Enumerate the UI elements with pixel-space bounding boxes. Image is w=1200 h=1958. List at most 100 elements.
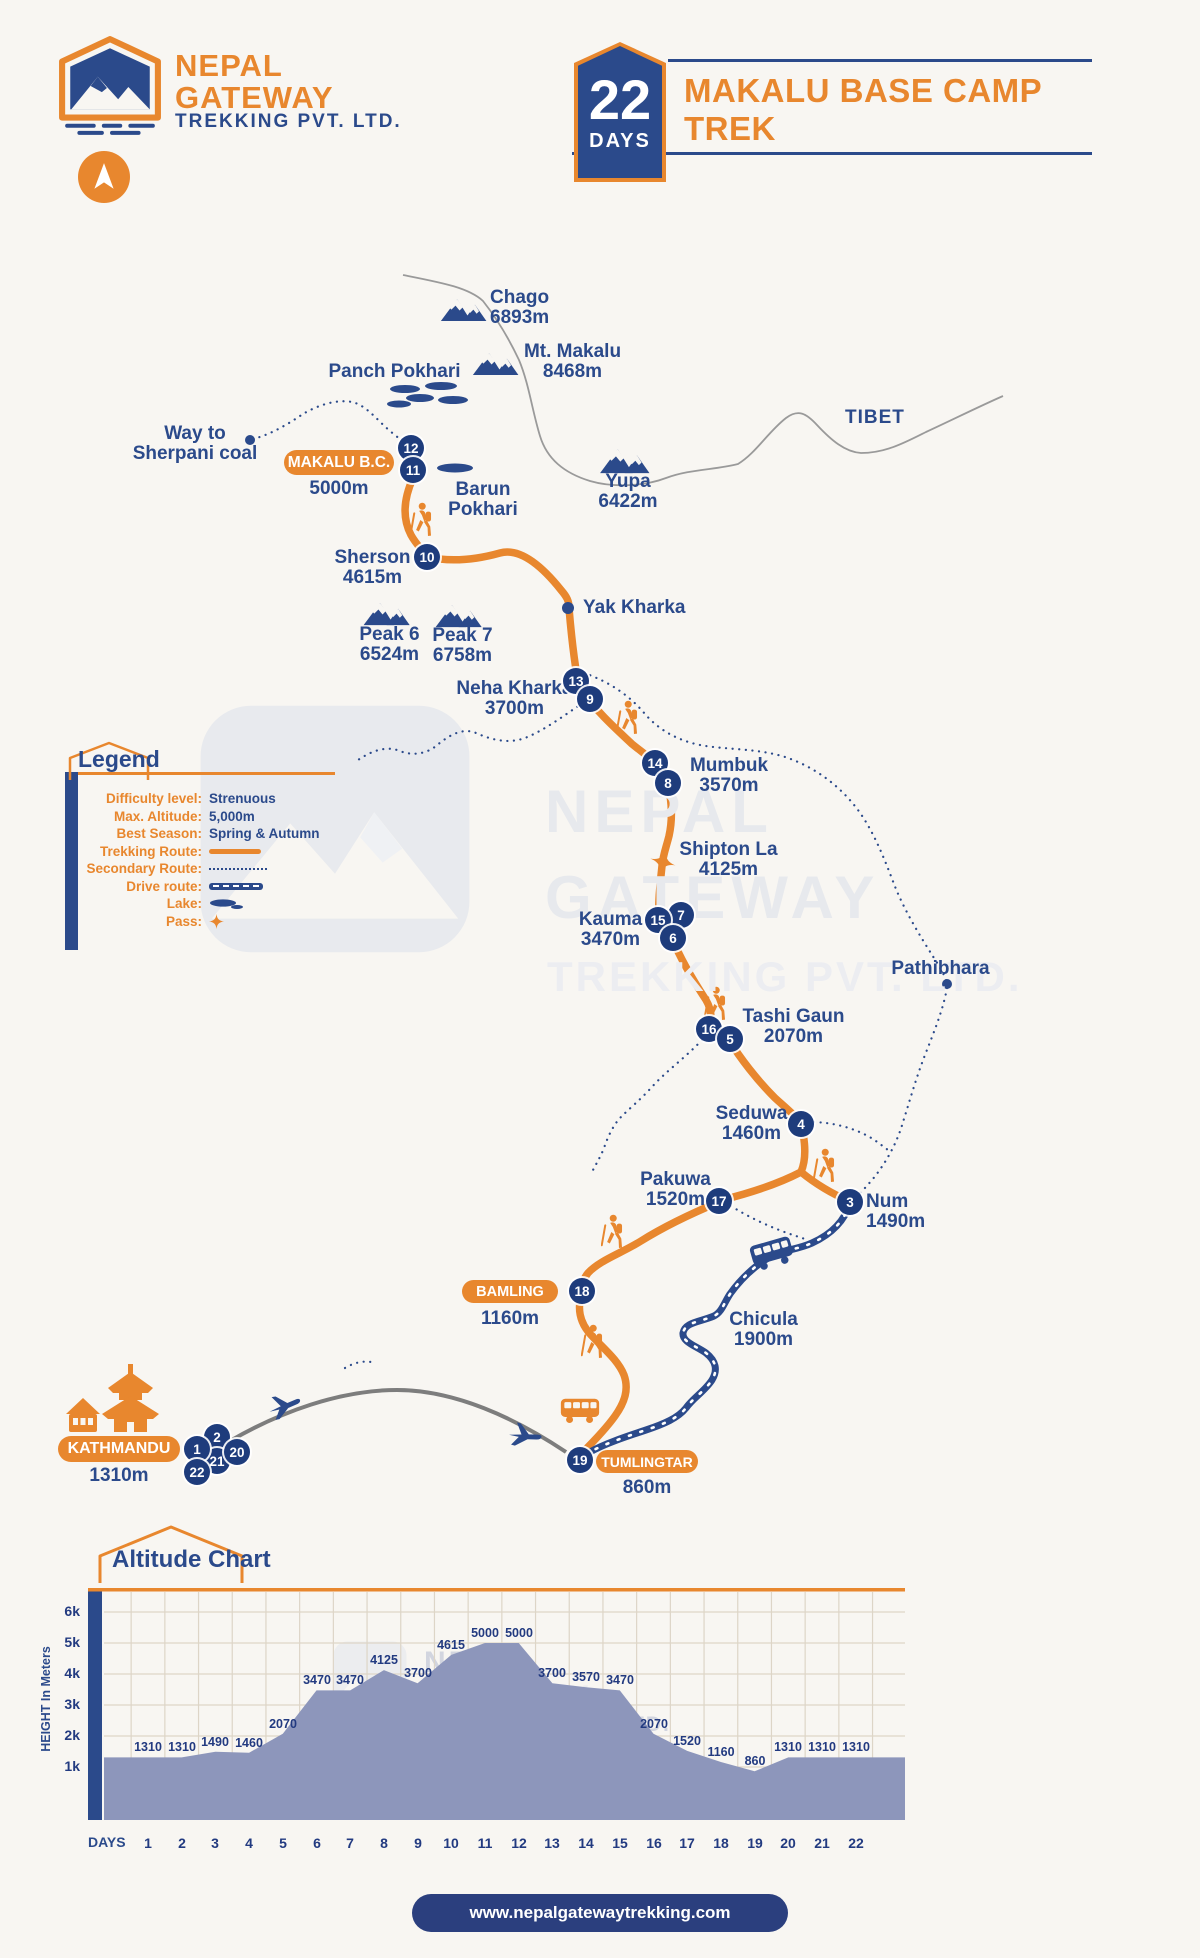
marker-day-11: 11 — [400, 457, 426, 483]
chart-ytick-label: 1k — [64, 1758, 80, 1774]
trek-title: MAKALU BASE CAMP TREK — [684, 72, 1043, 147]
chart-ytick-label: 6k — [64, 1603, 80, 1619]
watermark-line1: NEPAL — [545, 778, 774, 845]
watermark-line2: GATEWAY — [545, 864, 881, 931]
watermark-line3: TREKKING PVT. LTD. — [547, 953, 1023, 1000]
chart-top-line — [88, 1588, 905, 1592]
badge-kathmandu: KATHMANDU — [58, 1436, 180, 1462]
chart-value-label: 2070 — [269, 1717, 297, 1731]
marker-day-20: 20 — [224, 1439, 250, 1465]
days-label: DAYS — [589, 129, 651, 152]
chart-value-label: 1460 — [235, 1736, 263, 1750]
brand-name-line1: NEPAL — [175, 48, 283, 83]
chart-day-label: 9 — [414, 1835, 422, 1851]
sherpani-dot — [245, 435, 255, 445]
trekker-icon — [813, 1148, 835, 1183]
chart-x-axis-title: DAYS — [88, 1834, 126, 1850]
marker-day-13: 13 — [563, 668, 589, 694]
chart-day-label: 11 — [477, 1835, 493, 1851]
days-number: 22 — [588, 67, 652, 131]
legend-row-best-season: Best Season: Spring & Autumn — [116, 826, 320, 842]
chart-title-outline — [98, 1525, 244, 1583]
chart-value-label: 2070 — [640, 1717, 668, 1731]
marker-day-1: 1 — [184, 1436, 210, 1462]
website-url: www.nepalgatewaytrekking.com — [469, 1903, 731, 1922]
legend-row-drive-route: Drive route: — [80, 878, 330, 896]
days-badge: 22 DAYS — [574, 42, 666, 182]
trek-route-sample — [209, 848, 261, 854]
website-link[interactable]: www.nepalgatewaytrekking.com — [412, 1894, 788, 1932]
chart-value-label: 3570 — [572, 1670, 600, 1684]
chart-value-label: 4125 — [370, 1653, 398, 1667]
chart-value-label: 5000 — [505, 1626, 533, 1640]
chart-value-label: 3700 — [404, 1666, 432, 1680]
drive-route-dashes — [580, 1201, 852, 1460]
chart-value-label: 1490 — [201, 1735, 229, 1749]
altitude-area-series — [104, 1643, 905, 1820]
header-rule-bottom — [572, 152, 1092, 155]
panch-pokhari-lakes — [387, 382, 468, 408]
chart-day-label: 3 — [211, 1835, 219, 1851]
chart-day-label: 2 — [178, 1835, 186, 1851]
makalu-bc-elevation: 5000m — [309, 478, 369, 499]
secondary-route-sample — [209, 867, 267, 870]
legend-row-trekking-route: Trekking Route: — [80, 843, 330, 861]
chart-value-label: 3470 — [303, 1673, 331, 1687]
chart-day-label: 13 — [544, 1835, 560, 1851]
north-arrow-icon — [78, 151, 130, 203]
plane-icon — [267, 1392, 303, 1421]
chart-value-label: 3700 — [538, 1666, 566, 1680]
chart-value-label: 4615 — [437, 1638, 465, 1652]
marker-day-10: 10 — [414, 544, 440, 570]
brand-name-line3: TREKKING PVT. LTD. — [175, 111, 402, 132]
place-yak-kharka: Yak Kharka — [583, 597, 686, 618]
altitude-chart — [88, 1588, 905, 1820]
chart-value-label: 3470 — [336, 1673, 364, 1687]
legend-row-secondary-route: Secondary Route: — [80, 860, 330, 878]
tumlingtar-elevation: 860m — [622, 1477, 672, 1498]
legend-left-bar — [65, 772, 78, 950]
chart-day-label: 19 — [747, 1835, 763, 1851]
marker-day-5: 5 — [717, 1026, 743, 1052]
legend-row-difficulty: Difficulty level: Strenuous — [105, 791, 276, 807]
chart-day-label: 16 — [646, 1835, 662, 1851]
marker-day-7: 7 — [668, 902, 694, 928]
chart-ytick-label: 3k — [64, 1696, 80, 1712]
chart-day-label: 5 — [279, 1835, 287, 1851]
chart-day-label: 18 — [713, 1835, 729, 1851]
chart-day-label: 15 — [612, 1835, 628, 1851]
chart-day-label: 8 — [380, 1835, 388, 1851]
lake-icon — [210, 899, 243, 909]
makalu-peak-icon — [472, 353, 519, 375]
brand-logo — [57, 36, 163, 138]
marker-day-3: 3 — [837, 1189, 863, 1215]
barun-pokhari-lake — [437, 463, 473, 473]
marker-day-22: 22 — [184, 1459, 210, 1485]
chart-day-label: 20 — [780, 1835, 796, 1851]
marker-day-19: 19 — [567, 1447, 593, 1473]
place-pathibhara: Pathibhara — [891, 958, 990, 979]
bamling-elevation: 1160m — [480, 1308, 540, 1329]
marker-day-4: 4 — [788, 1111, 814, 1137]
chart-value-label: 860 — [744, 1754, 766, 1768]
yak-kharka-dot — [562, 602, 574, 614]
chart-value-label: 3470 — [606, 1673, 634, 1687]
chart-value-label: 1310 — [808, 1740, 836, 1754]
badge-bamling: BAMLING — [462, 1280, 558, 1303]
chart-left-bar — [88, 1588, 102, 1820]
chart-title: Altitude Chart — [112, 1546, 271, 1573]
chart-value-label: 1310 — [842, 1740, 870, 1754]
chart-day-label: 7 — [346, 1835, 354, 1851]
